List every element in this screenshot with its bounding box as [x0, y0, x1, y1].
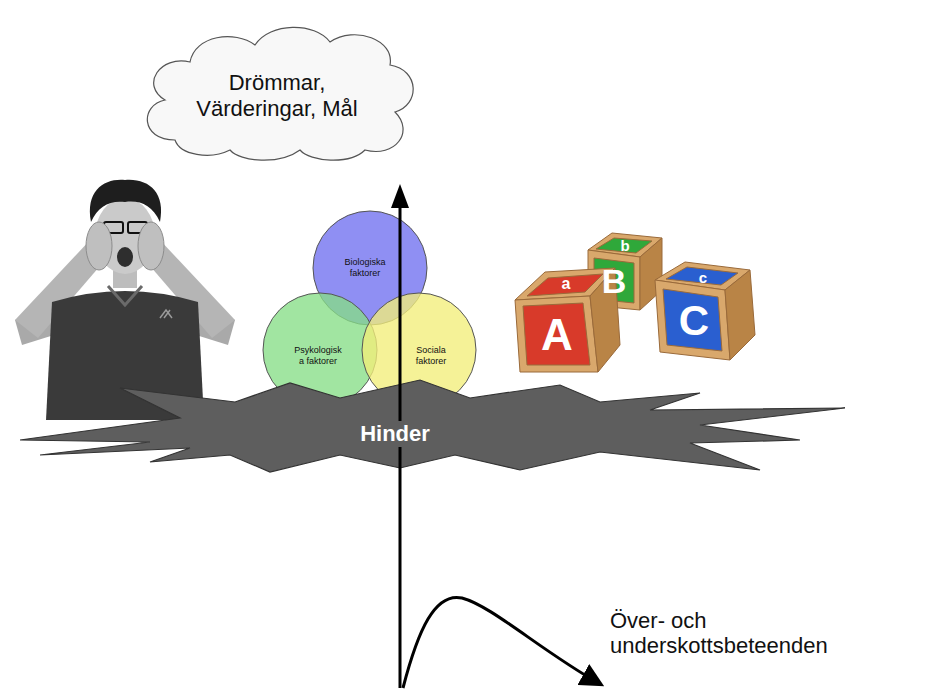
obstacle-burst: Hinder [20, 378, 846, 474]
hand [86, 222, 112, 270]
hand [138, 222, 164, 270]
block-letter-text: C [679, 300, 709, 342]
mouth [117, 247, 133, 267]
block-face [523, 303, 590, 365]
shouting-man [15, 180, 235, 420]
block-letter: b [620, 238, 629, 253]
block-face [663, 289, 722, 351]
block-face [527, 274, 603, 296]
block-letter: A [541, 313, 573, 357]
block-letter: C [679, 300, 709, 342]
logo [160, 310, 172, 318]
block-side [725, 270, 755, 360]
block-letter: a [562, 276, 571, 292]
block-letter-text: c [699, 270, 707, 285]
factor-circle-text: Biologiska faktorer [340, 257, 390, 279]
outcome-label-text: Över- och underskottsbeteenden [610, 608, 870, 659]
block-letter: B [602, 264, 627, 298]
abc-blocks [515, 233, 755, 372]
block-front [515, 296, 598, 372]
block-face [596, 238, 652, 253]
curved-arrow [403, 597, 600, 688]
block-letter-text: B [602, 264, 627, 298]
block-side [590, 268, 620, 372]
block-letter-text: a [562, 276, 571, 292]
burst-shape [20, 380, 845, 472]
cloud-shape [147, 27, 413, 160]
block-letter-text: b [620, 238, 629, 253]
block-letter: c [699, 270, 707, 285]
factor-circle-text: Sociala faktorer [411, 345, 451, 367]
arrow-line [399, 204, 402, 688]
hair [90, 180, 161, 222]
factor-circle-text: Psykologisk a faktorer [293, 345, 344, 367]
collar [108, 286, 142, 305]
goal-cloud-text: Drömmar, Värderingar, Mål [177, 70, 377, 123]
goal-cloud: Drömmar, Värderingar, Mål [140, 18, 415, 164]
outcome-label: Över- och underskottsbeteenden [610, 608, 870, 659]
block-front [655, 280, 730, 360]
block-face [666, 267, 738, 285]
obstacle-burst-text: Hinder [354, 421, 436, 447]
arrow-head [391, 184, 409, 208]
block-letter-text: A [541, 313, 573, 357]
